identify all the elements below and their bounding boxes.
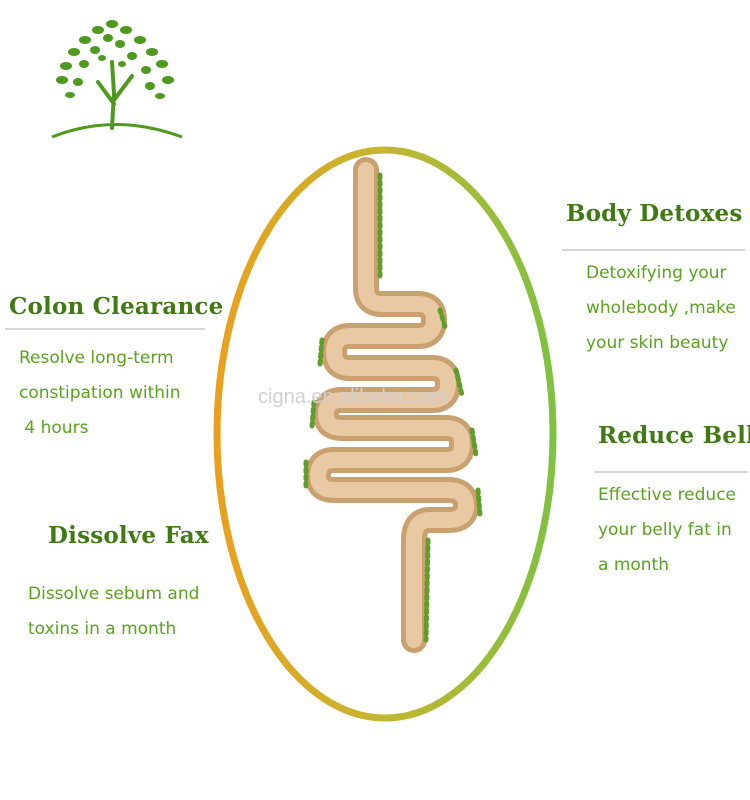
colon-clearance-text: Resolve long-term constipation within 4 … bbox=[19, 341, 181, 446]
belly-line-2: your belly fat in bbox=[598, 520, 732, 540]
belly-line-1: Effective reduce bbox=[598, 485, 737, 505]
detox-line-3: your skin beauty bbox=[586, 333, 729, 353]
colon-clearance-heading: Colon Clearance bbox=[9, 293, 224, 320]
dissolve-fax-text: Dissolve sebum and toxins in a month bbox=[28, 577, 199, 647]
reduce-belly-heading: Reduce Belly bbox=[598, 422, 750, 449]
colon-line-1: Resolve long-term bbox=[19, 348, 174, 368]
intestine-illustration bbox=[303, 157, 483, 653]
dissolve-line-1: Dissolve sebum and bbox=[28, 584, 200, 604]
ring bbox=[213, 146, 557, 722]
colon-line-3: 4 hours bbox=[19, 418, 89, 438]
dissolve-line-2: toxins in a month bbox=[28, 619, 177, 639]
body-detoxes-heading: Body Detoxes bbox=[566, 200, 743, 227]
belly-line-3: a month bbox=[598, 555, 669, 575]
detox-line-2: wholebody ,make bbox=[586, 298, 736, 318]
dissolve-fax-heading: Dissolve Fax bbox=[48, 522, 209, 549]
colon-line-2: constipation within bbox=[19, 383, 181, 403]
watermark: cigna.en.alibaba.com bbox=[258, 386, 448, 408]
detox-line-1: Detoxifying your bbox=[586, 263, 727, 283]
body-detoxes-text: Detoxifying your wholebody ,make your sk… bbox=[586, 256, 736, 361]
tree-icon bbox=[51, 20, 183, 139]
reduce-belly-text: Effective reduce your belly fat in a mon… bbox=[598, 478, 736, 583]
